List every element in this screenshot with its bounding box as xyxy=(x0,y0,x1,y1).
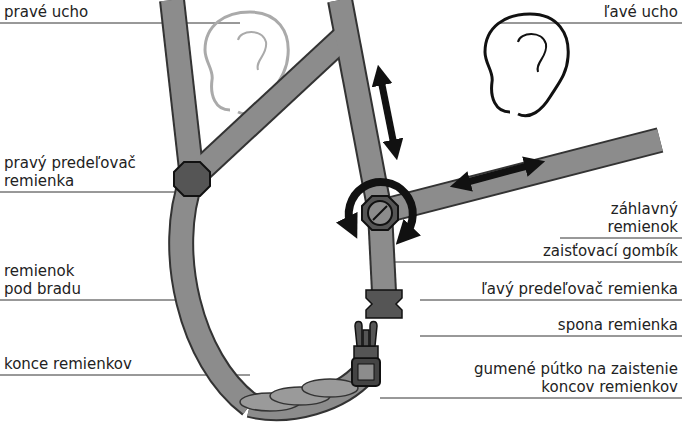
straps xyxy=(172,0,660,408)
adjust-arrow xyxy=(460,164,535,184)
buckle-female xyxy=(366,290,402,318)
locking-knob xyxy=(368,201,392,225)
part-label: gumené pútko na zaistenie koncov remienk… xyxy=(428,360,678,396)
part-label: ľavý predeľovač remienka xyxy=(428,280,678,298)
buckle-male xyxy=(354,322,378,359)
part-label: pravé ucho xyxy=(4,3,224,21)
right-separator xyxy=(174,162,210,196)
part-label: pravý predeľovač remienka xyxy=(4,154,164,190)
part-label: zaisťovací gombík xyxy=(428,242,678,260)
leader-lines xyxy=(0,23,682,398)
rotate-arrow xyxy=(349,182,413,236)
part-label: ľavé ucho xyxy=(508,3,678,21)
strap-ends xyxy=(240,379,358,411)
part-label: konce remienkov xyxy=(4,355,234,373)
left-separator xyxy=(362,196,398,230)
part-label: záhlavný remienok xyxy=(578,200,678,236)
strap-outlines xyxy=(172,0,660,408)
part-label: spona remienka xyxy=(428,316,678,334)
left-ear xyxy=(485,14,568,116)
rubber-loop xyxy=(352,358,380,386)
part-label: remienok pod bradu xyxy=(4,262,99,298)
adjust-arrow xyxy=(380,75,395,150)
